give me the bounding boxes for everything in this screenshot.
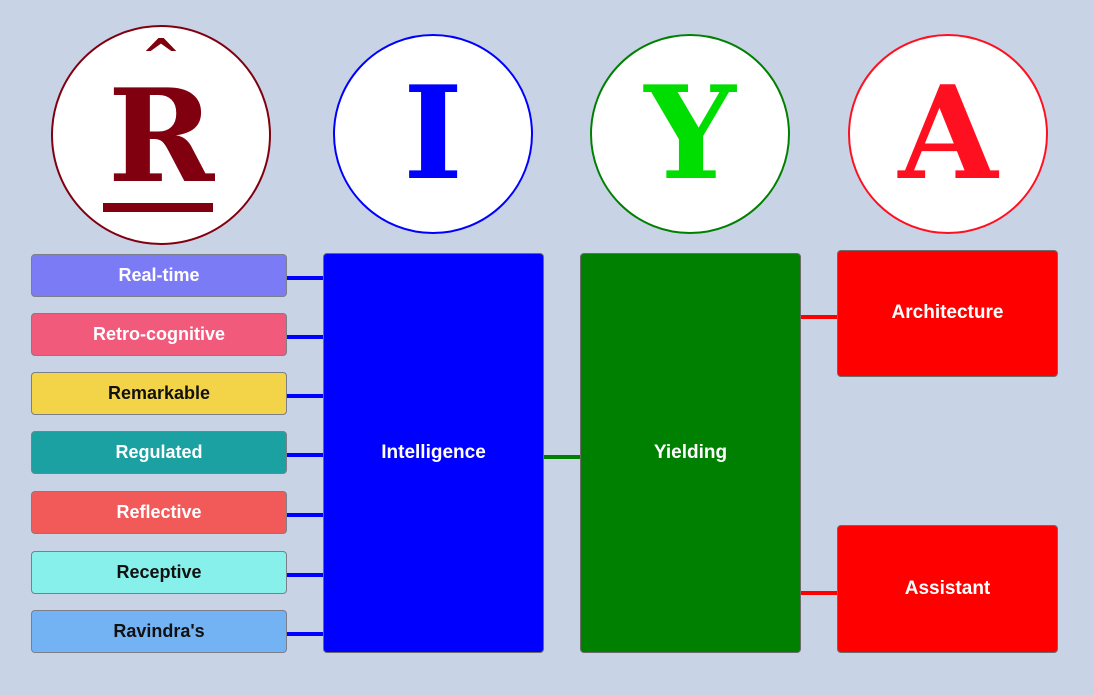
logo-letter-r: R xyxy=(107,62,215,212)
connector-architecture xyxy=(800,315,838,319)
logo-letter-y: Y xyxy=(644,59,736,209)
intelligence-block: Intelligence xyxy=(323,253,544,653)
yielding-block: Yielding xyxy=(580,253,801,653)
item-regulated: Regulated xyxy=(31,431,287,474)
item-label: Real-time xyxy=(118,265,200,285)
r-underline xyxy=(103,203,213,212)
item-label: Receptive xyxy=(116,562,202,582)
item-label: Retro-cognitive xyxy=(92,324,225,344)
logo-circle-y: Y xyxy=(590,34,790,234)
item-real-time: Real-time xyxy=(31,254,287,297)
logo-letter-a: A xyxy=(898,59,998,209)
logo-circle-r: ^ R xyxy=(51,25,271,245)
logo-circle-a: A xyxy=(848,34,1048,234)
item-remarkable: Remarkable xyxy=(31,372,287,415)
logo-circle-i: I xyxy=(333,34,533,234)
architecture-label: Architecture xyxy=(891,301,1004,323)
item-label: Regulated xyxy=(115,442,203,462)
connector-intelligence-yielding xyxy=(543,455,581,459)
connector-remarkable xyxy=(287,394,324,398)
connector-regulated xyxy=(287,453,324,457)
assistant-block: Assistant xyxy=(837,525,1058,653)
connector-retro-cognitive xyxy=(287,335,324,339)
item-receptive: Receptive xyxy=(31,551,287,594)
connector-assistant xyxy=(800,591,838,595)
item-reflective: Reflective xyxy=(31,491,287,534)
connector-reflective xyxy=(287,513,324,517)
item-label: Remarkable xyxy=(107,383,211,403)
intelligence-label: Intelligence xyxy=(381,442,486,463)
item-label: Reflective xyxy=(116,502,202,522)
connector-real-time xyxy=(287,276,324,280)
yielding-label: Yielding xyxy=(653,442,728,463)
connector-ravindras xyxy=(287,632,324,636)
item-ravindras: Ravindra's xyxy=(31,610,287,653)
logo-letter-i: I xyxy=(403,59,463,209)
connector-receptive xyxy=(287,573,324,577)
item-label: Ravindra's xyxy=(113,621,205,641)
assistant-label: Assistant xyxy=(904,578,991,599)
r-circumflex-icon: ^ xyxy=(140,29,182,85)
item-retro-cognitive: Retro-cognitive xyxy=(31,313,287,356)
architecture-block: Architecture xyxy=(837,250,1058,377)
